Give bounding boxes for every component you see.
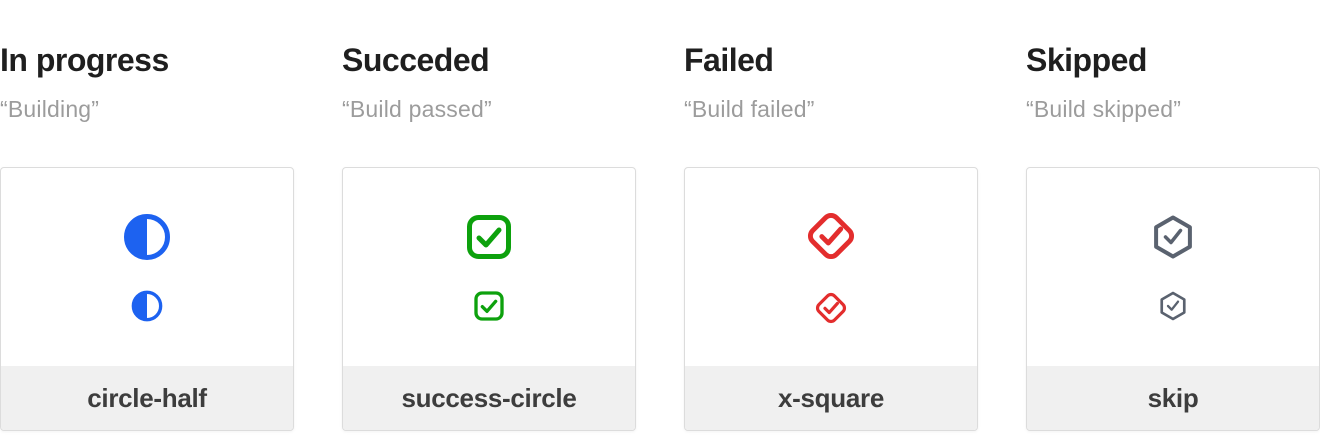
column-title: Failed bbox=[684, 42, 774, 78]
icon-card: circle-half bbox=[0, 167, 294, 431]
column-subtitle: “Build skipped” bbox=[1026, 96, 1182, 122]
icon-card-body bbox=[685, 168, 977, 366]
icon-card-body bbox=[1027, 168, 1319, 366]
icon-card: skip bbox=[1026, 167, 1320, 431]
column-title: In progress bbox=[0, 42, 169, 78]
icon-card-body bbox=[1, 168, 293, 366]
check-hexagon-icon bbox=[1149, 213, 1197, 261]
check-diamond-icon-small bbox=[814, 291, 848, 325]
status-column-in-progress: In progress “Building” circle-half bbox=[0, 0, 294, 436]
column-title: Succeded bbox=[342, 42, 490, 78]
status-column-failed: Failed “Build failed” x-square bbox=[684, 0, 978, 436]
column-subtitle: “Building” bbox=[0, 96, 100, 122]
column-title: Skipped bbox=[1026, 42, 1147, 78]
icon-card-body bbox=[343, 168, 635, 366]
check-hexagon-icon-small bbox=[1157, 290, 1189, 322]
icon-name-label: success-circle bbox=[343, 366, 635, 430]
check-diamond-icon bbox=[805, 210, 857, 262]
status-column-skipped: Skipped “Build skipped” skip bbox=[1026, 0, 1320, 436]
column-subtitle: “Build passed” bbox=[342, 96, 492, 122]
icon-card: success-circle bbox=[342, 167, 636, 431]
check-square-icon-small bbox=[473, 290, 505, 322]
icon-name-label: x-square bbox=[685, 366, 977, 430]
circle-half-icon-small bbox=[131, 290, 163, 322]
icon-card: x-square bbox=[684, 167, 978, 431]
status-column-succeded: Succeded “Build passed” success-circle bbox=[342, 0, 636, 436]
icon-name-label: circle-half bbox=[1, 366, 293, 430]
icon-name-label: skip bbox=[1027, 366, 1319, 430]
check-square-icon bbox=[465, 213, 513, 261]
circle-half-icon bbox=[123, 213, 171, 261]
column-subtitle: “Build failed” bbox=[684, 96, 815, 122]
